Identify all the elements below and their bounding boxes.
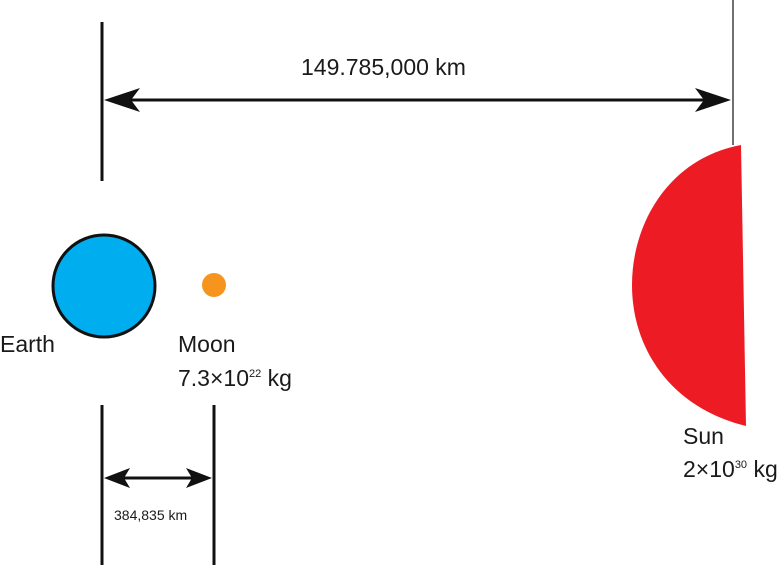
sun-mass-unit: kg bbox=[747, 456, 778, 482]
sun-half-disc bbox=[632, 145, 746, 426]
earth-label: Earth bbox=[0, 331, 55, 357]
earth-circle bbox=[51, 233, 157, 339]
sun-mass-exponent: 30 bbox=[734, 459, 748, 471]
arrowhead-left bbox=[104, 468, 130, 488]
sun-mass-mantissa: 2×10 bbox=[683, 456, 735, 482]
earth-sun-distance-arrow bbox=[104, 88, 731, 112]
sun-label: Sun bbox=[683, 423, 724, 449]
earth-moon-distance-label: 384,835 km bbox=[114, 507, 188, 523]
arrowhead-right bbox=[695, 88, 731, 112]
earth-moon-distance-arrow bbox=[104, 468, 212, 488]
moon-mass-mantissa: 7.3×10 bbox=[178, 365, 249, 391]
arrowhead-left bbox=[104, 88, 140, 112]
arrowhead-right bbox=[186, 468, 212, 488]
earth-sun-distance-label: 149.785,000 km bbox=[301, 54, 466, 80]
moon-mass-exponent: 22 bbox=[249, 368, 262, 380]
moon-circle bbox=[202, 273, 226, 297]
moon-mass-label: 7.3×1022 kg bbox=[178, 367, 292, 390]
moon-mass-unit: kg bbox=[261, 365, 292, 391]
sun-mass-label: 2×1030 kg bbox=[683, 458, 778, 481]
moon-label: Moon bbox=[178, 331, 236, 357]
